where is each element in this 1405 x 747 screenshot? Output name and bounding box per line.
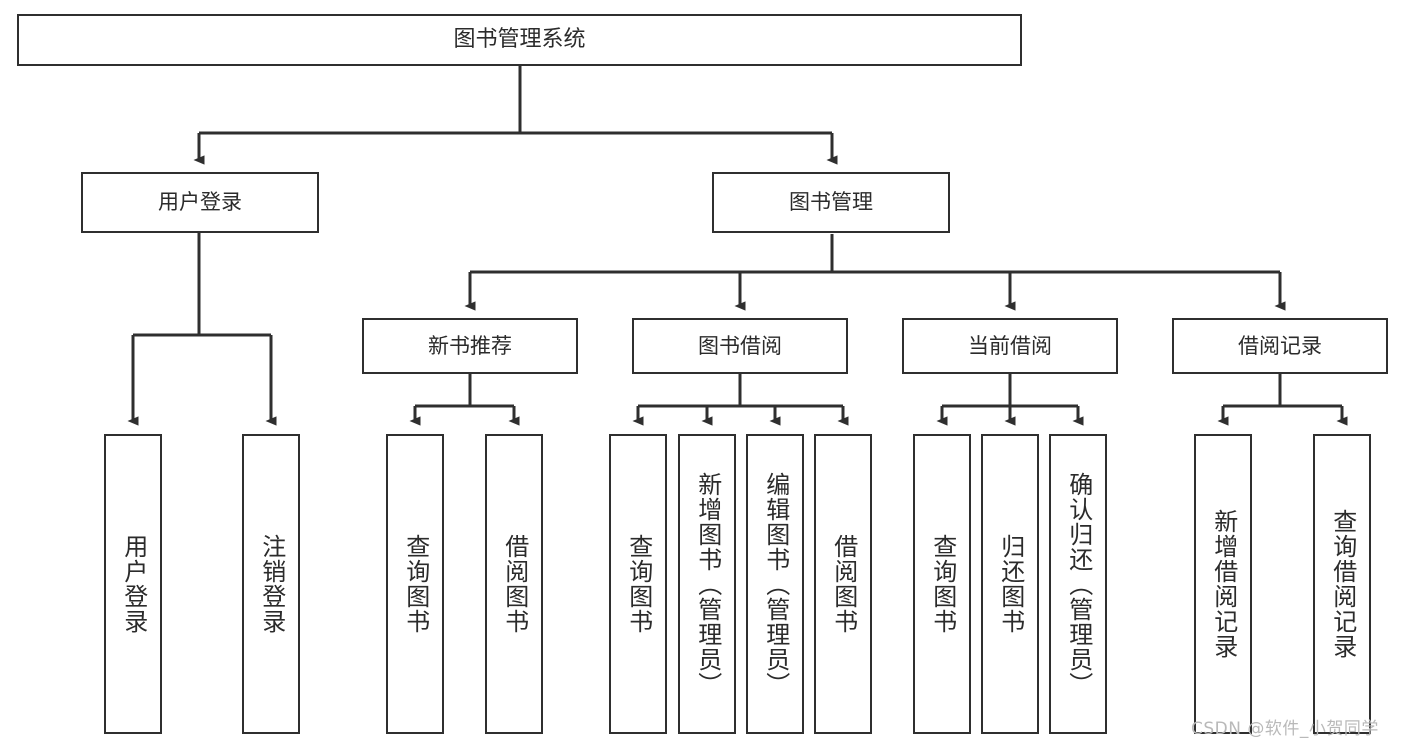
node-root-label: 图书管理系统: [453, 27, 586, 53]
node-root[interactable]: 图书管理系统: [17, 14, 1022, 66]
leaf-edit-book[interactable]: 编辑图书（管理员）: [746, 434, 804, 734]
node-current-borrow-label: 当前借阅: [968, 333, 1052, 358]
node-borrow-record[interactable]: 借阅记录: [1172, 318, 1388, 374]
leaf-logout[interactable]: 注销登录: [242, 434, 300, 734]
leaf-confirm-return[interactable]: 确认归还（管理员）: [1049, 434, 1107, 734]
leaf-user-login[interactable]: 用户登录: [104, 434, 162, 734]
leaf-query-book-1-label: 查询图书: [401, 534, 430, 634]
leaf-query-record[interactable]: 查询借阅记录: [1313, 434, 1371, 734]
leaf-query-book-3-label: 查询图书: [928, 534, 957, 634]
leaf-query-record-label: 查询借阅记录: [1328, 509, 1357, 659]
leaf-add-record[interactable]: 新增借阅记录: [1194, 434, 1252, 734]
node-user-login-label: 用户登录: [158, 190, 242, 215]
leaf-confirm-return-label: 确认归还（管理员）: [1064, 471, 1093, 697]
node-new-book-recommend[interactable]: 新书推荐: [362, 318, 578, 374]
leaf-query-book-3[interactable]: 查询图书: [913, 434, 971, 734]
node-book-borrow-label: 图书借阅: [698, 333, 782, 358]
leaf-return-book-label: 归还图书: [996, 534, 1025, 634]
node-borrow-record-label: 借阅记录: [1238, 333, 1322, 358]
leaf-borrow-book-1-label: 借阅图书: [500, 534, 529, 634]
leaf-user-login-label: 用户登录: [119, 534, 148, 634]
leaf-add-book-label: 新增图书（管理员）: [693, 471, 722, 697]
node-book-management[interactable]: 图书管理: [712, 172, 950, 233]
leaf-add-record-label: 新增借阅记录: [1209, 509, 1238, 659]
node-new-book-recommend-label: 新书推荐: [428, 333, 512, 358]
leaf-edit-book-label: 编辑图书（管理员）: [761, 471, 790, 697]
leaf-borrow-book-2-label: 借阅图书: [829, 534, 858, 634]
node-user-login[interactable]: 用户登录: [81, 172, 319, 233]
leaf-query-book-2[interactable]: 查询图书: [609, 434, 667, 734]
node-book-borrow[interactable]: 图书借阅: [632, 318, 848, 374]
node-book-management-label: 图书管理: [789, 190, 873, 215]
leaf-add-book[interactable]: 新增图书（管理员）: [678, 434, 736, 734]
leaf-query-book-2-label: 查询图书: [624, 534, 653, 634]
csdn-watermark: CSDN @软件_小贺同学: [1191, 719, 1379, 739]
leaf-logout-label: 注销登录: [257, 534, 286, 634]
leaf-return-book[interactable]: 归还图书: [981, 434, 1039, 734]
leaf-borrow-book-1[interactable]: 借阅图书: [485, 434, 543, 734]
node-current-borrow[interactable]: 当前借阅: [902, 318, 1118, 374]
leaf-borrow-book-2[interactable]: 借阅图书: [814, 434, 872, 734]
leaf-query-book-1[interactable]: 查询图书: [386, 434, 444, 734]
